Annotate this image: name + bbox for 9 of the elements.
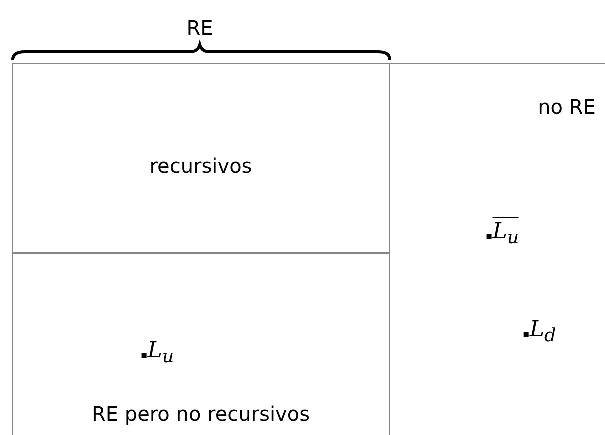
set-label: L$_{u}$ (492, 217, 520, 244)
set-region-box (12, 253, 390, 435)
region-label: RE pero no recursivos (92, 402, 310, 426)
set-region-box (12, 63, 390, 253)
region-label: no RE (538, 95, 596, 119)
region-label: recursivos (150, 154, 252, 178)
set-label: L$_{u}$ (148, 338, 174, 364)
set-label: L$_{d}$ (530, 317, 556, 342)
brace-label: RE (186, 16, 214, 40)
